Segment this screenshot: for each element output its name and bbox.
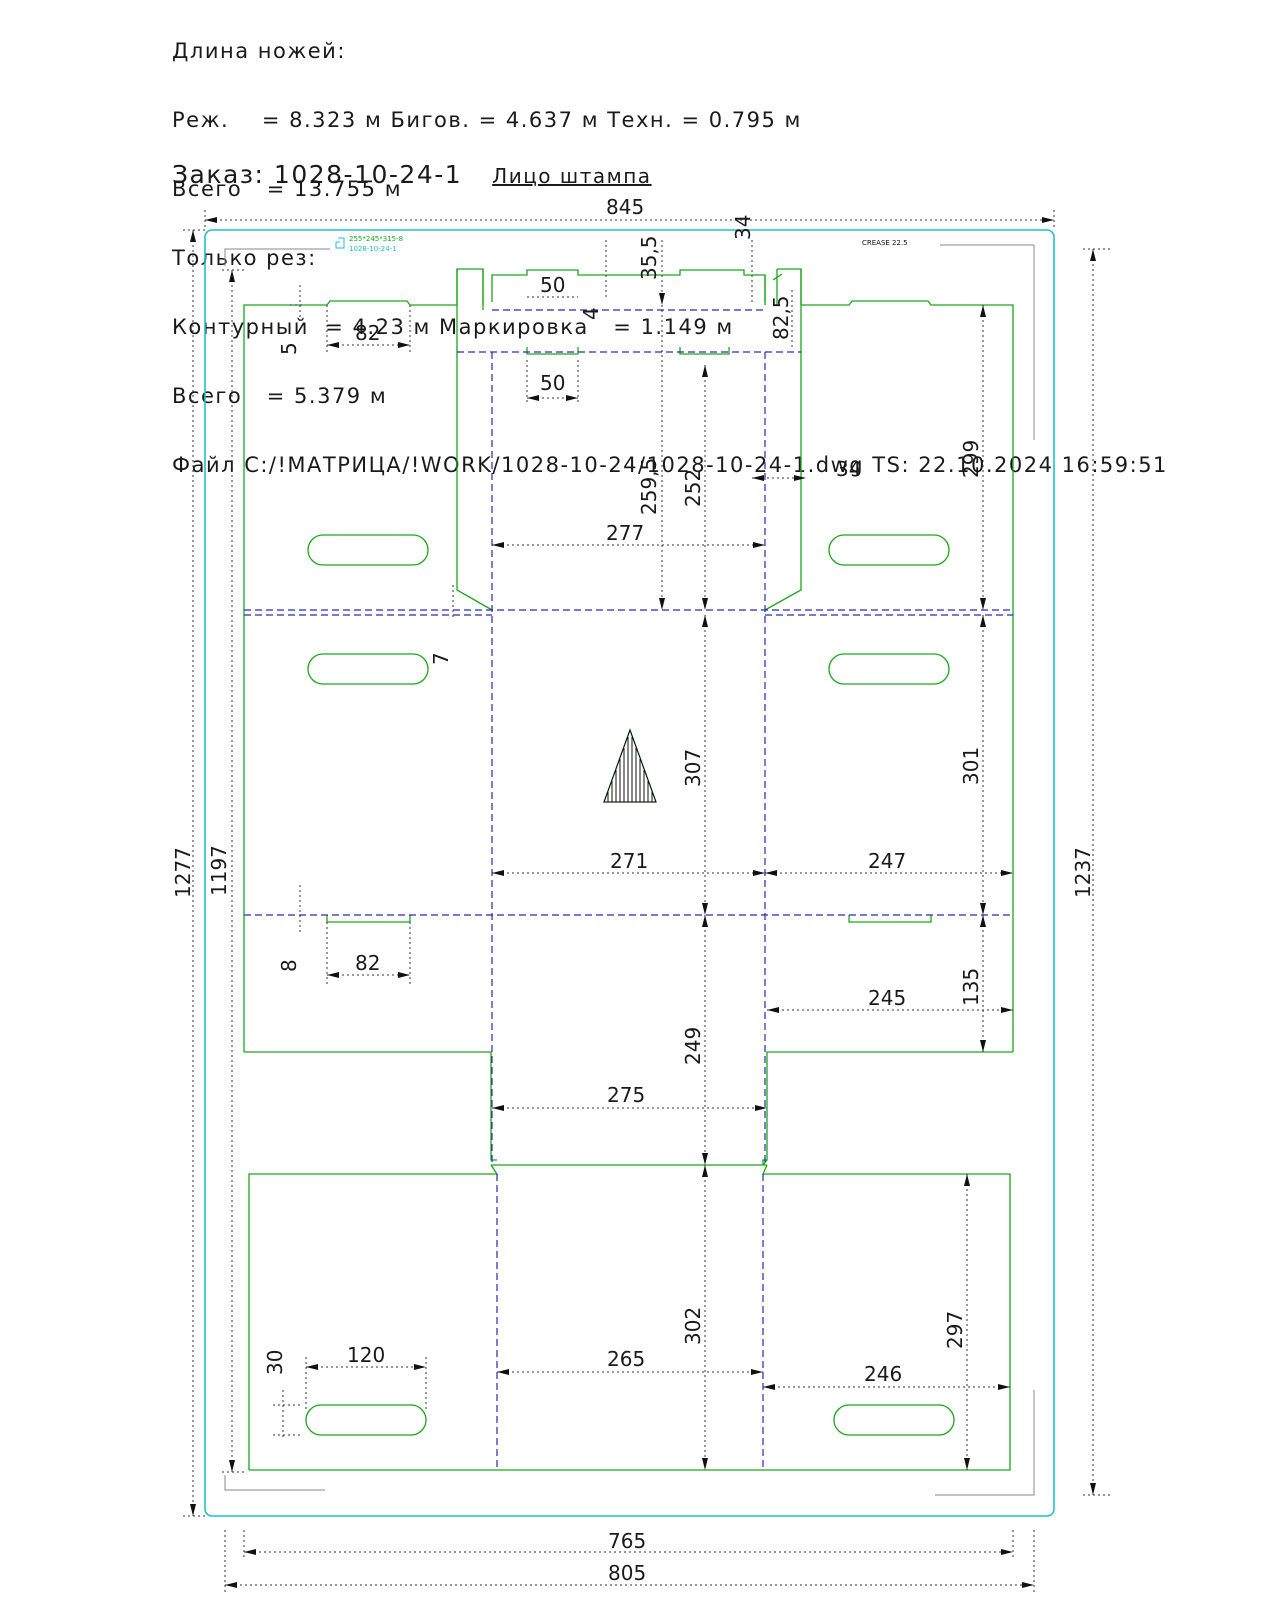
knife-length-header: Длина ножей: Реж. = 8.323 м Бигов. = 4.6… (172, 0, 1168, 500)
header-line-2: Реж. = 8.323 м Бигов. = 4.637 м Техн. = … (172, 108, 802, 132)
order-code-marking: 1028-10-24-1 (349, 245, 397, 253)
dim-805: 805 (608, 1561, 646, 1585)
dim-259-5: 259,5 (637, 458, 661, 515)
stamp-marking: 255*245*315-8 1028-10-24-1 CREASE 22.5 (335, 235, 908, 253)
dim-120: 120 (347, 1343, 385, 1367)
corner-marks (224, 244, 1035, 1496)
dim-5: 5 (277, 342, 301, 355)
dimension-labels: 845 34 35,5 50 4 82,5 5 82 50 259,5 252 … (171, 195, 1095, 1585)
header-line-7: Файл C:/!МАТРИЦА/!WORK/1028-10-24/1028-1… (172, 453, 1168, 477)
cut-lines (243, 268, 1014, 1471)
header-line-5: Контурный = 4.23 м Маркировка = 1.149 м (172, 315, 734, 339)
dim-249: 249 (681, 1027, 705, 1065)
crease-lines (244, 309, 1013, 1470)
dim-299: 299 (959, 440, 983, 478)
die-board-frame (204, 229, 1055, 1517)
dim-1197: 1197 (207, 845, 231, 896)
header-line-4: Только рез: (172, 246, 317, 270)
dim-30: 30 (263, 1350, 287, 1375)
dim-245: 245 (868, 986, 906, 1010)
dim-246: 246 (864, 1362, 902, 1386)
dim-265: 265 (607, 1347, 645, 1371)
order-label: Заказ: 1028-10-24-1 (172, 160, 463, 189)
header-line-6: Всего = 5.379 м (172, 384, 388, 408)
header-line-1: Длина ножей: (172, 39, 346, 63)
die-face-label: Лицо штампа (492, 164, 652, 188)
dim-1237: 1237 (1071, 847, 1095, 898)
dimension-arrows (190, 217, 1096, 1588)
crease-note: CREASE 22.5 (862, 239, 908, 247)
product-size-code: 255*245*315-8 (349, 235, 403, 243)
dim-252: 252 (681, 469, 705, 507)
order-title: Заказ: 1028-10-24-1 Лицо штампа (172, 160, 652, 189)
dim-307: 307 (681, 749, 705, 787)
dim-135: 135 (959, 968, 983, 1006)
dim-8: 8 (277, 959, 301, 972)
orientation-triangle-hatch (603, 728, 657, 803)
dim-302: 302 (681, 1307, 705, 1345)
dim-4: 4 (579, 307, 603, 320)
dim-297: 297 (943, 1311, 967, 1349)
marking-icon (335, 237, 345, 249)
dim-301: 301 (959, 747, 983, 785)
dim-247: 247 (868, 849, 906, 873)
dim-845: 845 (606, 195, 644, 219)
dim-271: 271 (610, 849, 648, 873)
dim-7: 7 (429, 652, 453, 665)
dim-34-mid: 34 (836, 457, 861, 481)
dim-277: 277 (606, 521, 644, 545)
dim-82-bot: 82 (355, 951, 380, 975)
dim-35-5: 35,5 (637, 235, 661, 280)
dim-50-top: 50 (540, 273, 565, 297)
dim-1277: 1277 (171, 847, 195, 898)
dim-765: 765 (608, 1529, 646, 1553)
dim-275: 275 (607, 1083, 645, 1107)
dim-82-top: 82 (355, 321, 380, 345)
header-line-3: Всего = 13.755 м (172, 177, 403, 201)
dim-82-5: 82,5 (769, 295, 793, 340)
dim-34-top: 34 (731, 215, 755, 240)
dimension-lines (183, 210, 1110, 1595)
dim-50-mid: 50 (540, 371, 565, 395)
